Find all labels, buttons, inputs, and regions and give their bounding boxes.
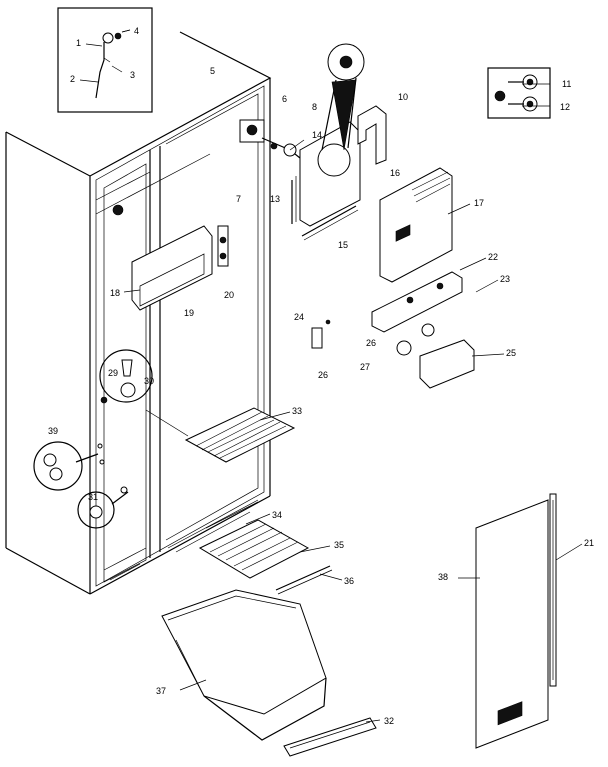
callout-1: 1 <box>76 38 81 48</box>
callout-3: 3 <box>130 70 135 80</box>
callout-16: 16 <box>390 168 400 178</box>
callout-18: 18 <box>110 288 120 298</box>
callout-10: 10 <box>398 92 408 102</box>
callout-37: 37 <box>156 686 166 696</box>
callout-29: 29 <box>108 368 118 378</box>
wire-shelf-33 <box>184 407 296 463</box>
callout-26a: 26 <box>366 338 376 348</box>
leader-lines <box>121 29 583 723</box>
callout-34: 34 <box>272 510 282 520</box>
crisper-bin-37 <box>161 589 327 741</box>
callout-4: 4 <box>134 26 139 36</box>
small-parts <box>311 319 475 389</box>
callout-5: 5 <box>210 66 215 76</box>
callout-14: 14 <box>312 130 322 140</box>
callout-39: 39 <box>48 426 58 436</box>
back-panel-38 <box>475 499 549 749</box>
callout-27: 27 <box>360 362 370 372</box>
callout-6: 6 <box>282 94 287 104</box>
callout-15: 15 <box>338 240 348 250</box>
trim-strip-32 <box>283 717 377 757</box>
callout-20: 20 <box>224 290 234 300</box>
callout-23: 23 <box>500 274 510 284</box>
callout-24: 24 <box>294 312 304 322</box>
callout-8: 8 <box>312 102 317 112</box>
callout-30: 30 <box>144 376 154 386</box>
callout-25: 25 <box>506 348 516 358</box>
control-assembly <box>239 119 305 159</box>
callout-7: 7 <box>236 194 241 204</box>
callout-36: 36 <box>344 576 354 586</box>
inset-water-valve <box>57 7 153 113</box>
callout-22: 22 <box>488 252 498 262</box>
callout-2: 2 <box>70 74 75 84</box>
part-17-cover <box>379 167 453 283</box>
wire-shelf-35 <box>198 501 333 595</box>
legend-box <box>487 67 551 119</box>
refrigerator-cabinet <box>5 31 272 595</box>
callout-21: 21 <box>584 538 594 548</box>
callout-35: 35 <box>334 540 344 550</box>
part-22-bracket <box>371 271 463 333</box>
detail-circles <box>33 349 153 529</box>
trim-strip-21 <box>549 493 557 687</box>
callout-31: 31 <box>88 492 98 502</box>
light-assembly <box>131 225 229 311</box>
callout-33: 33 <box>292 406 302 416</box>
callout-17: 17 <box>474 198 484 208</box>
callout-26b: 26 <box>318 370 328 380</box>
callout-12: 12 <box>560 102 570 112</box>
callout-labels: 1 2 3 4 5 6 7 8 10 11 12 13 14 15 16 17 … <box>48 26 594 726</box>
callout-19: 19 <box>184 308 194 318</box>
evaporator-bracket <box>291 43 365 241</box>
callout-13: 13 <box>270 194 280 204</box>
callout-11: 11 <box>562 79 571 89</box>
callout-32: 32 <box>384 716 394 726</box>
callout-38: 38 <box>438 572 448 582</box>
part-10-bracket <box>357 105 387 165</box>
